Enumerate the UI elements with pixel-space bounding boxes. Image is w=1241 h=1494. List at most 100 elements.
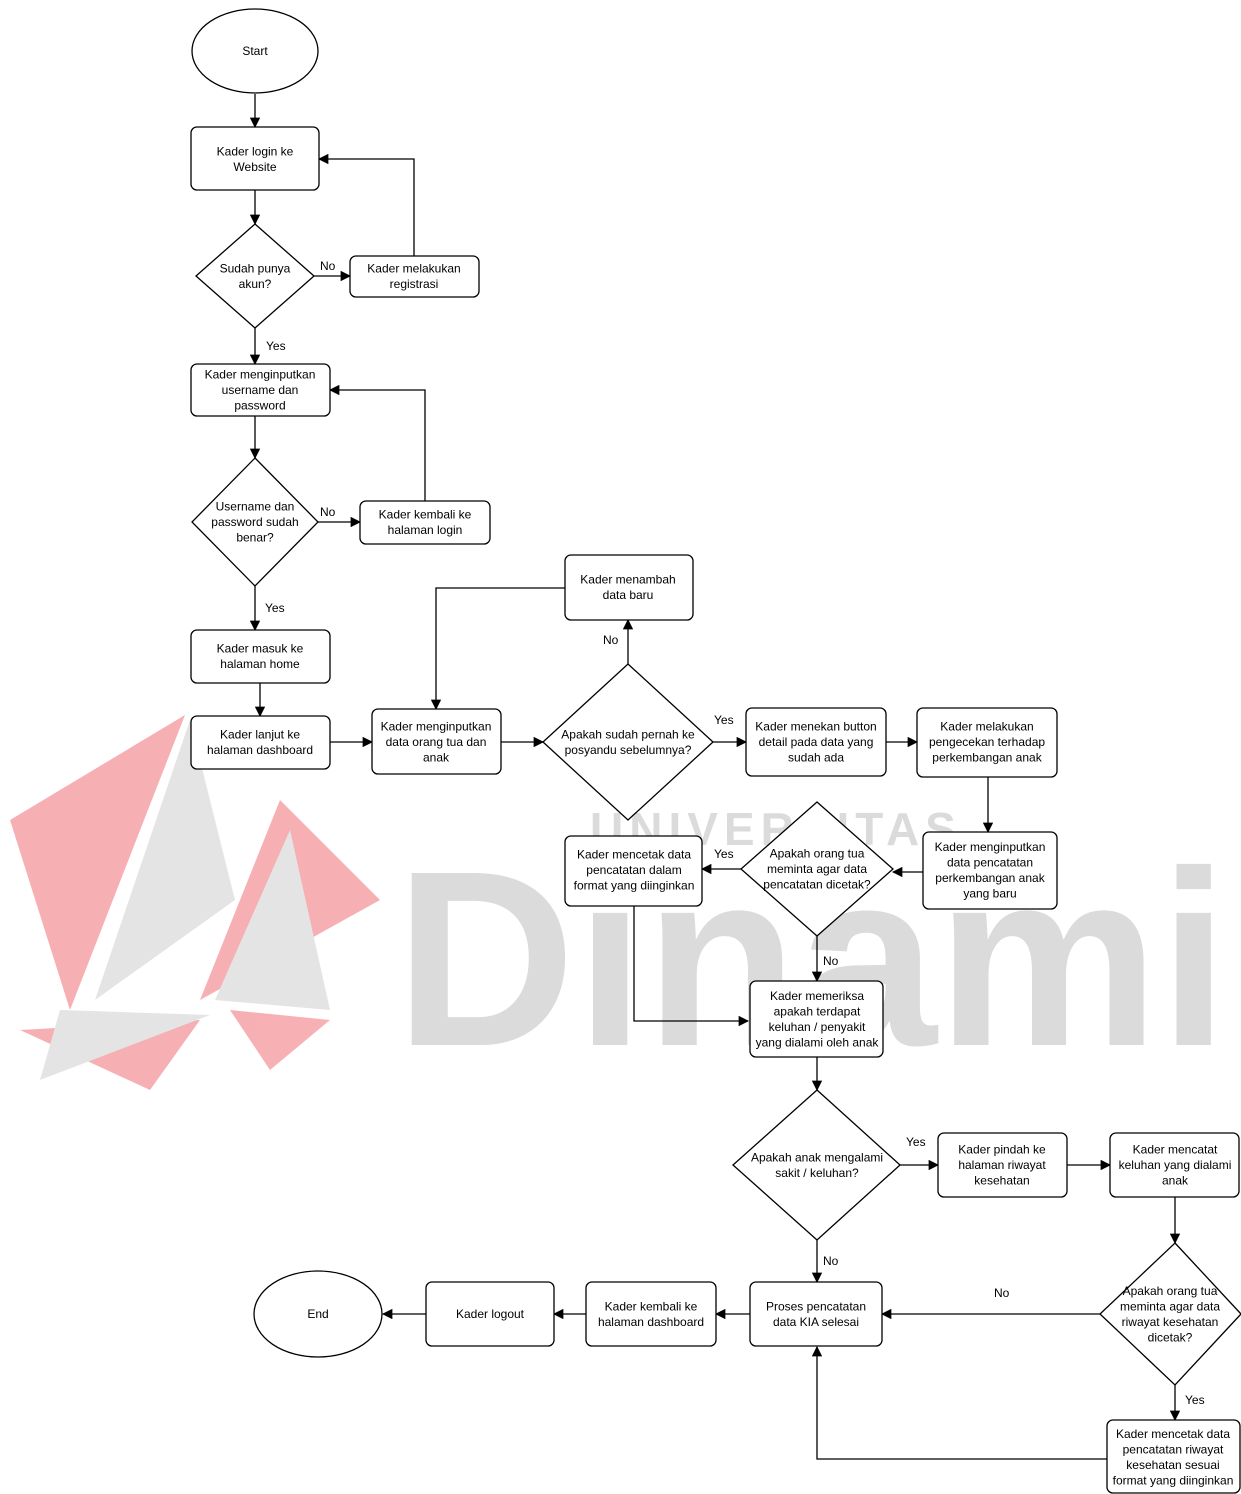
node-label-line: kesehatan bbox=[974, 1174, 1029, 1188]
node-label-line: data baru bbox=[603, 588, 654, 602]
node-label-line: Kader melakukan bbox=[940, 720, 1033, 734]
node-label-line: Kader login ke bbox=[217, 144, 294, 158]
edge-label-benar-yes: Yes bbox=[265, 601, 285, 615]
node-q-sakit: Apakah anak mengalami sakit / keluhan? bbox=[732, 1089, 901, 1241]
node-label-line: data KIA selesai bbox=[773, 1315, 859, 1329]
edge-label-cetak2-yes: Yes bbox=[1185, 1393, 1205, 1407]
node-label-line: Kader mencetak data bbox=[577, 848, 691, 862]
node-label-line: Kader masuk ke bbox=[217, 641, 304, 655]
node-label-line: akun? bbox=[239, 277, 272, 291]
node-label-line: kesehatan sesuai bbox=[1126, 1458, 1219, 1472]
node-label-line: keluhan yang dialami bbox=[1119, 1158, 1232, 1172]
node-label-line: Apakah orang tua bbox=[770, 847, 865, 861]
node-label: End bbox=[307, 1307, 328, 1321]
edge-cetak1-periksa bbox=[633, 906, 750, 1027]
node-label-line: yang baru bbox=[963, 886, 1016, 900]
node-label-line: perkembangan anak bbox=[935, 871, 1045, 885]
node-label: Kader login ke Website bbox=[217, 144, 294, 174]
node-label-line: Kader pindah ke bbox=[958, 1143, 1046, 1157]
node-label-line: meminta agar data bbox=[767, 862, 867, 876]
node-label-line: sudah ada bbox=[788, 751, 844, 765]
node-label-line: Start bbox=[242, 44, 268, 58]
node-label: Kader logout bbox=[456, 1307, 525, 1321]
node-label-line: halaman riwayat bbox=[958, 1158, 1046, 1172]
node-label-line: Kader menekan button bbox=[755, 720, 876, 734]
node-label: Apakah anak mengalami sakit / keluhan? bbox=[751, 1150, 883, 1180]
node-label-line: benar? bbox=[236, 531, 274, 545]
node-label-line: Kader menginputkan bbox=[205, 368, 316, 382]
node-label-line: password bbox=[234, 399, 285, 413]
node-kembali-dash: Kader kembali ke halaman dashboard bbox=[585, 1281, 717, 1347]
node-label-line: data orang tua dan bbox=[386, 735, 487, 749]
node-label-line: detail pada data yang bbox=[759, 735, 874, 749]
edge-label-cetak1-yes: Yes bbox=[714, 847, 734, 861]
edge-label-cetak1-no: No bbox=[823, 954, 839, 968]
edge-label-sakit-no: No bbox=[823, 1254, 839, 1268]
node-label-line: keluhan / penyakit bbox=[769, 1020, 866, 1034]
node-label-line: Kader lanjut ke bbox=[220, 727, 300, 741]
node-label-line: Apakah sudah pernah ke bbox=[561, 727, 695, 741]
node-label-line: password sudah bbox=[211, 515, 298, 529]
node-label-line: format yang diinginkan bbox=[574, 879, 695, 893]
node-label-line: Kader memeriksa bbox=[770, 989, 864, 1003]
edge-label-cetak2-no: No bbox=[994, 1286, 1010, 1300]
node-label-line: pencatatan dicetak? bbox=[763, 878, 871, 892]
node-label-line: sakit / keluhan? bbox=[775, 1166, 859, 1180]
edge-label-posyandu-yes: Yes bbox=[714, 713, 734, 727]
node-label-line: perkembangan anak bbox=[932, 751, 1042, 765]
edge-label-akun-yes: Yes bbox=[266, 339, 286, 353]
node-label-line: Apakah anak mengalami bbox=[751, 1150, 883, 1164]
watermark-logo bbox=[10, 715, 380, 1090]
node-label-line: anak bbox=[423, 751, 450, 765]
node-logout: Kader logout bbox=[425, 1281, 555, 1347]
node-label-line: Kader logout bbox=[456, 1307, 525, 1321]
node-label-line: Kader mencatat bbox=[1133, 1143, 1218, 1157]
edge-label-benar-no: No bbox=[320, 505, 336, 519]
node-label-line: pengecekan terhadap bbox=[929, 735, 1045, 749]
node-label-line: Apakah orang tua bbox=[1123, 1284, 1218, 1298]
node-label-line: Kader menginputkan bbox=[381, 720, 492, 734]
node-label-line: registrasi bbox=[390, 277, 439, 291]
edge-tambah-ortu bbox=[430, 587, 565, 711]
node-label-line: Kader kembali ke bbox=[605, 1299, 698, 1313]
node-label-line: End bbox=[307, 1307, 328, 1321]
node-start: Start bbox=[191, 8, 319, 94]
node-label-line: halaman dashboard bbox=[598, 1315, 704, 1329]
node-label-line: Website bbox=[233, 160, 276, 174]
edge-label-sakit-yes: Yes bbox=[906, 1135, 926, 1149]
node-label-line: format yang diinginkan bbox=[1113, 1473, 1234, 1487]
node-label-line: Kader menginputkan bbox=[935, 840, 1046, 854]
edges bbox=[249, 94, 1181, 1460]
